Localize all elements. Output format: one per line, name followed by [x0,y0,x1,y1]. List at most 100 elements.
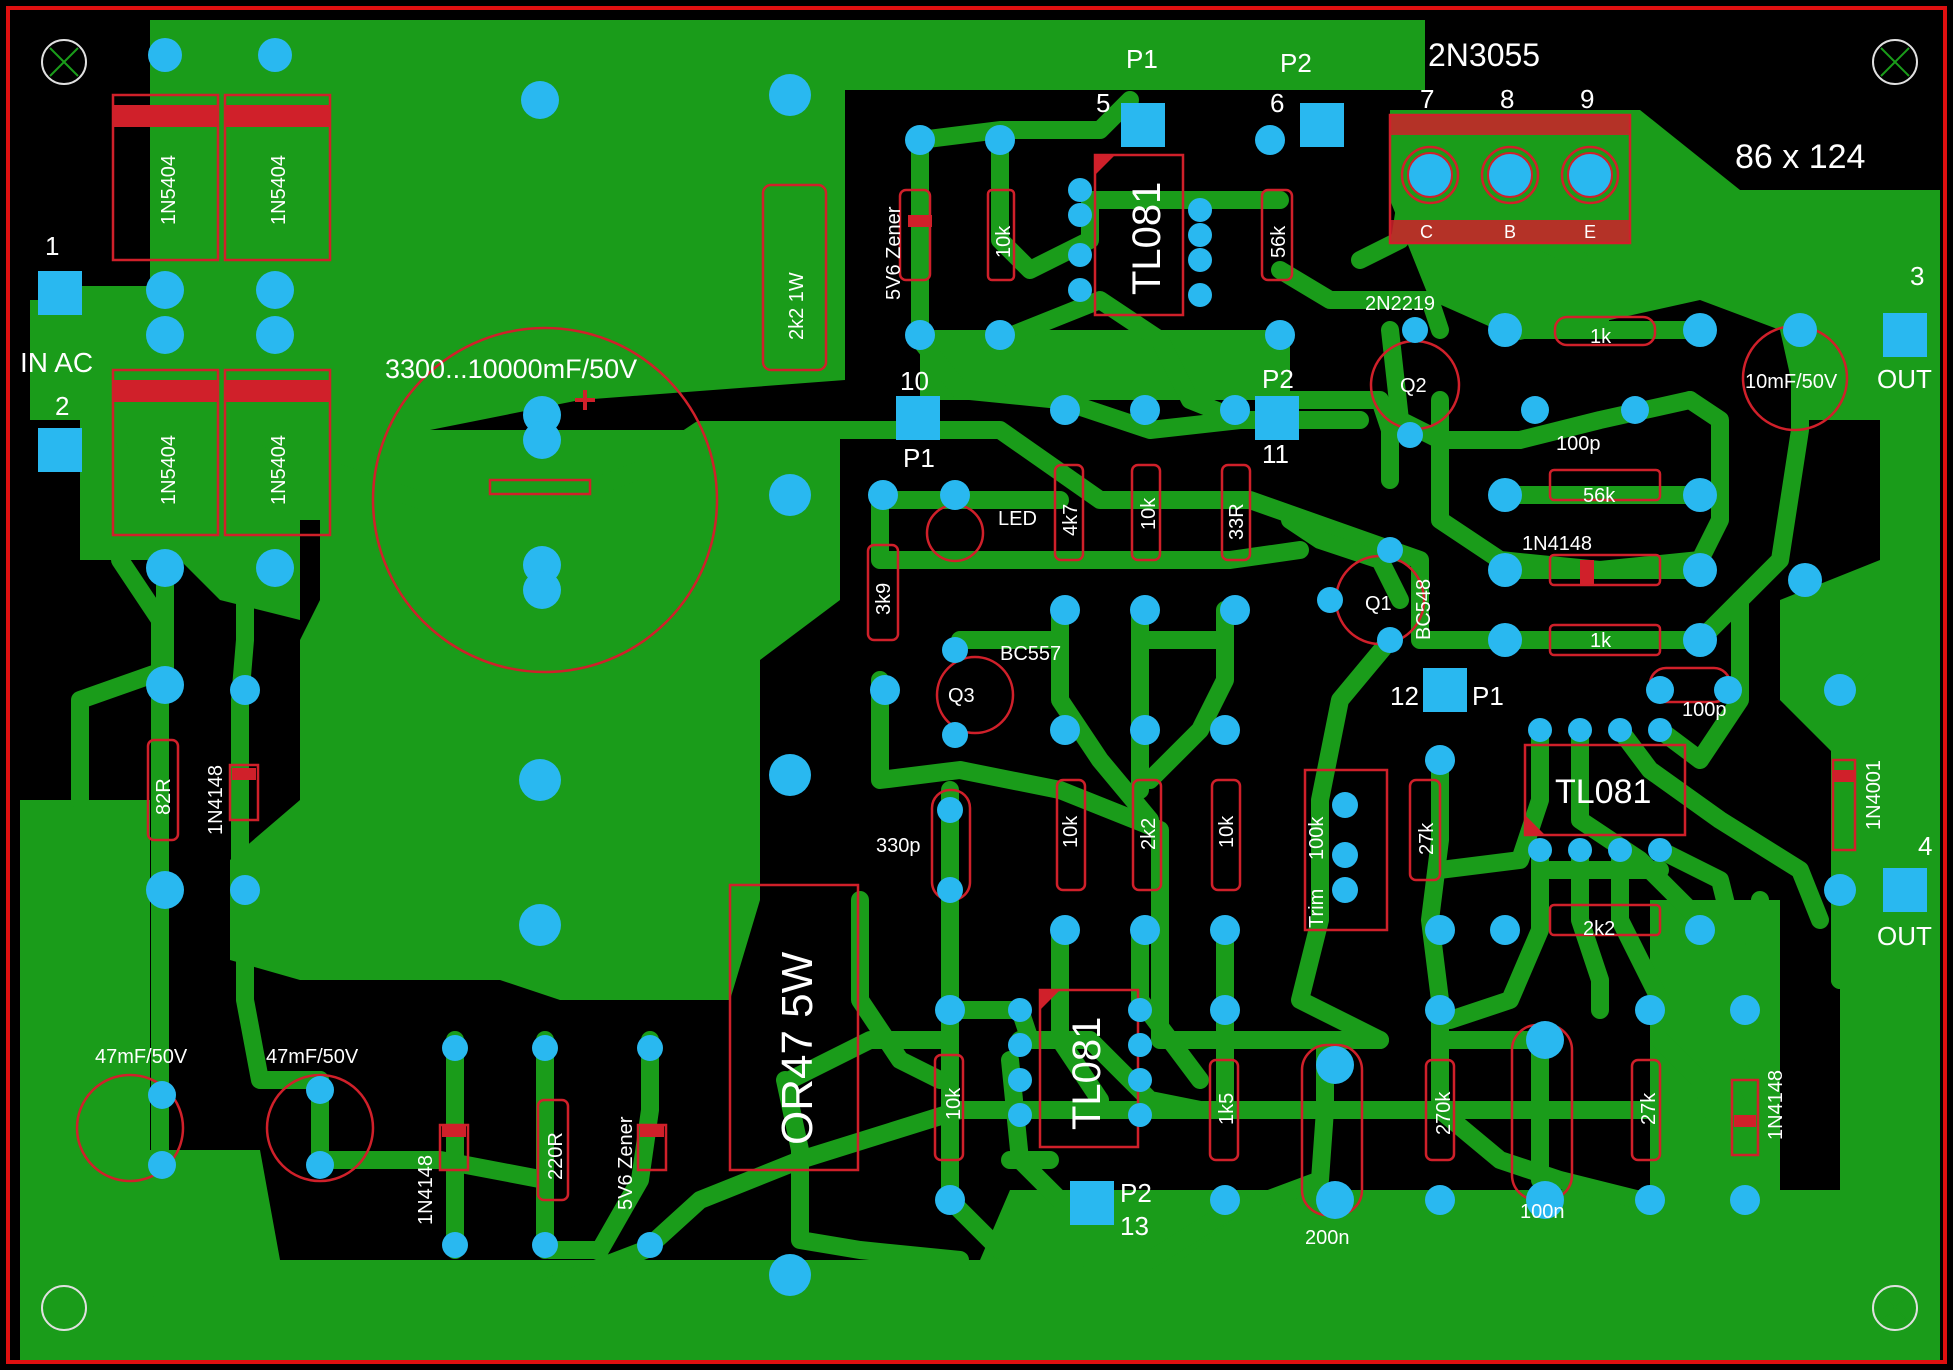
pad [1188,198,1212,222]
pad [519,904,561,946]
pad [258,38,292,72]
pad [1683,553,1717,587]
r-56k-right-label: 56k [1583,485,1616,507]
pad [1621,396,1649,424]
c-out-label: 10mF/50V [1745,371,1838,393]
pad [1730,995,1760,1025]
connector-pad [1423,668,1467,712]
pour-mid-top [920,330,1290,400]
pad [256,316,294,354]
connector-5-label: P1 [1126,44,1158,74]
pad [1128,1033,1152,1057]
r-1k-top-label: 1k [1590,326,1612,348]
d-1n4148-right-label: 1N4148 [1522,533,1592,555]
board-outline [6,6,1947,1364]
pad [940,480,970,510]
pad [637,1035,663,1061]
silkscreen-marks [113,105,1855,1137]
mount-hole-icon [41,39,87,85]
pad [985,320,1015,350]
pour-bottom-left-edge [20,800,280,1260]
d3-label: 1N5404 [158,435,180,505]
pad [1050,595,1080,625]
q1-ref-label: Q1 [1365,593,1392,615]
ic-right-label: TL081 [1555,773,1651,811]
pad [868,480,898,510]
vertical-labels: 1N5404 1N5404 1N5404 1N5404 2k2 1W 5V6 Z… [153,155,1885,1225]
d1-label: 1N5404 [158,155,180,225]
power-transistor-part: 2N3055 [1428,37,1540,73]
r-270k-label: 270k [1433,1091,1455,1135]
connector-11-number: 11 [1262,439,1289,469]
pad [870,675,900,705]
r-1k5-label: 1k5 [1216,1093,1238,1125]
pad [1377,537,1403,563]
pad [1210,915,1240,945]
pad [1488,478,1522,512]
pad [1402,317,1428,343]
pad [1683,623,1717,657]
pad [769,754,811,796]
pad [532,1232,558,1258]
pad [1008,1033,1032,1057]
pad [1050,915,1080,945]
pad [1528,718,1552,742]
d-1n4148-bot-label: 1N4148 [415,1155,437,1225]
mount-hole-icon [1872,39,1918,85]
pad [519,759,561,801]
c-47a-label: 47mF/50V [95,1046,188,1068]
q3-ref-label: Q3 [948,685,975,707]
led-label: LED [998,508,1037,530]
pad [306,1151,334,1179]
q2-ref-label: Q2 [1400,375,1427,397]
r-56k-top-label: 56k [1268,225,1290,258]
c-100n-label: 100n [1520,1201,1565,1223]
pad [1488,553,1522,587]
q3-part-label: BC557 [1000,643,1061,665]
pad [1824,874,1856,906]
pad [1128,1103,1152,1127]
pad [1377,627,1403,653]
r-2k2-1w-label: 2k2 1W [786,272,808,340]
r-27k-mid-label: 27k [1416,822,1438,855]
connector-3-number: 3 [1910,261,1924,291]
connector-4-number: 4 [1918,831,1932,861]
pad [1188,223,1212,247]
pad [1210,995,1240,1025]
power-transistor-leg-c: C [1420,222,1433,242]
connector-pad [1255,396,1299,440]
pad [1608,718,1632,742]
pad [637,1232,663,1258]
pad [1425,995,1455,1025]
pad [1488,313,1522,347]
power-transistor-leg-b: B [1504,222,1516,242]
connector-1-number: 1 [45,231,59,261]
r-4k7-label: 4k7 [1060,504,1082,536]
power-transistor-pad [1407,152,1453,198]
pad [1068,203,1092,227]
pad [1526,1021,1564,1059]
pad [1188,248,1212,272]
pad [1332,877,1358,903]
ic-bottom-label: TL081 [1065,1017,1109,1130]
connector-12-label: P1 [1472,681,1504,711]
pad [769,1254,811,1296]
r-1k-right-label: 1k [1590,630,1612,652]
connector-pad [1883,313,1927,357]
connector-13-label: P2 [1120,1178,1152,1208]
connector-4-label: OUT [1877,921,1932,951]
ic-top-label: TL081 [1125,182,1169,295]
c-330p-label: 330p [876,835,921,857]
main-capacitor-label: 3300...10000mF/50V [385,354,637,384]
c-47b-label: 47mF/50V [266,1046,359,1068]
connector-6-number: 6 [1270,88,1284,118]
d4-label: 1N5404 [268,435,290,505]
pad [442,1035,468,1061]
connector-pad [1300,103,1344,147]
connector-12-number: 12 [1390,681,1419,711]
pad [1068,178,1092,202]
pad [1783,313,1817,347]
pad [1210,715,1240,745]
r-27k-bot-label: 27k [1638,1092,1660,1125]
